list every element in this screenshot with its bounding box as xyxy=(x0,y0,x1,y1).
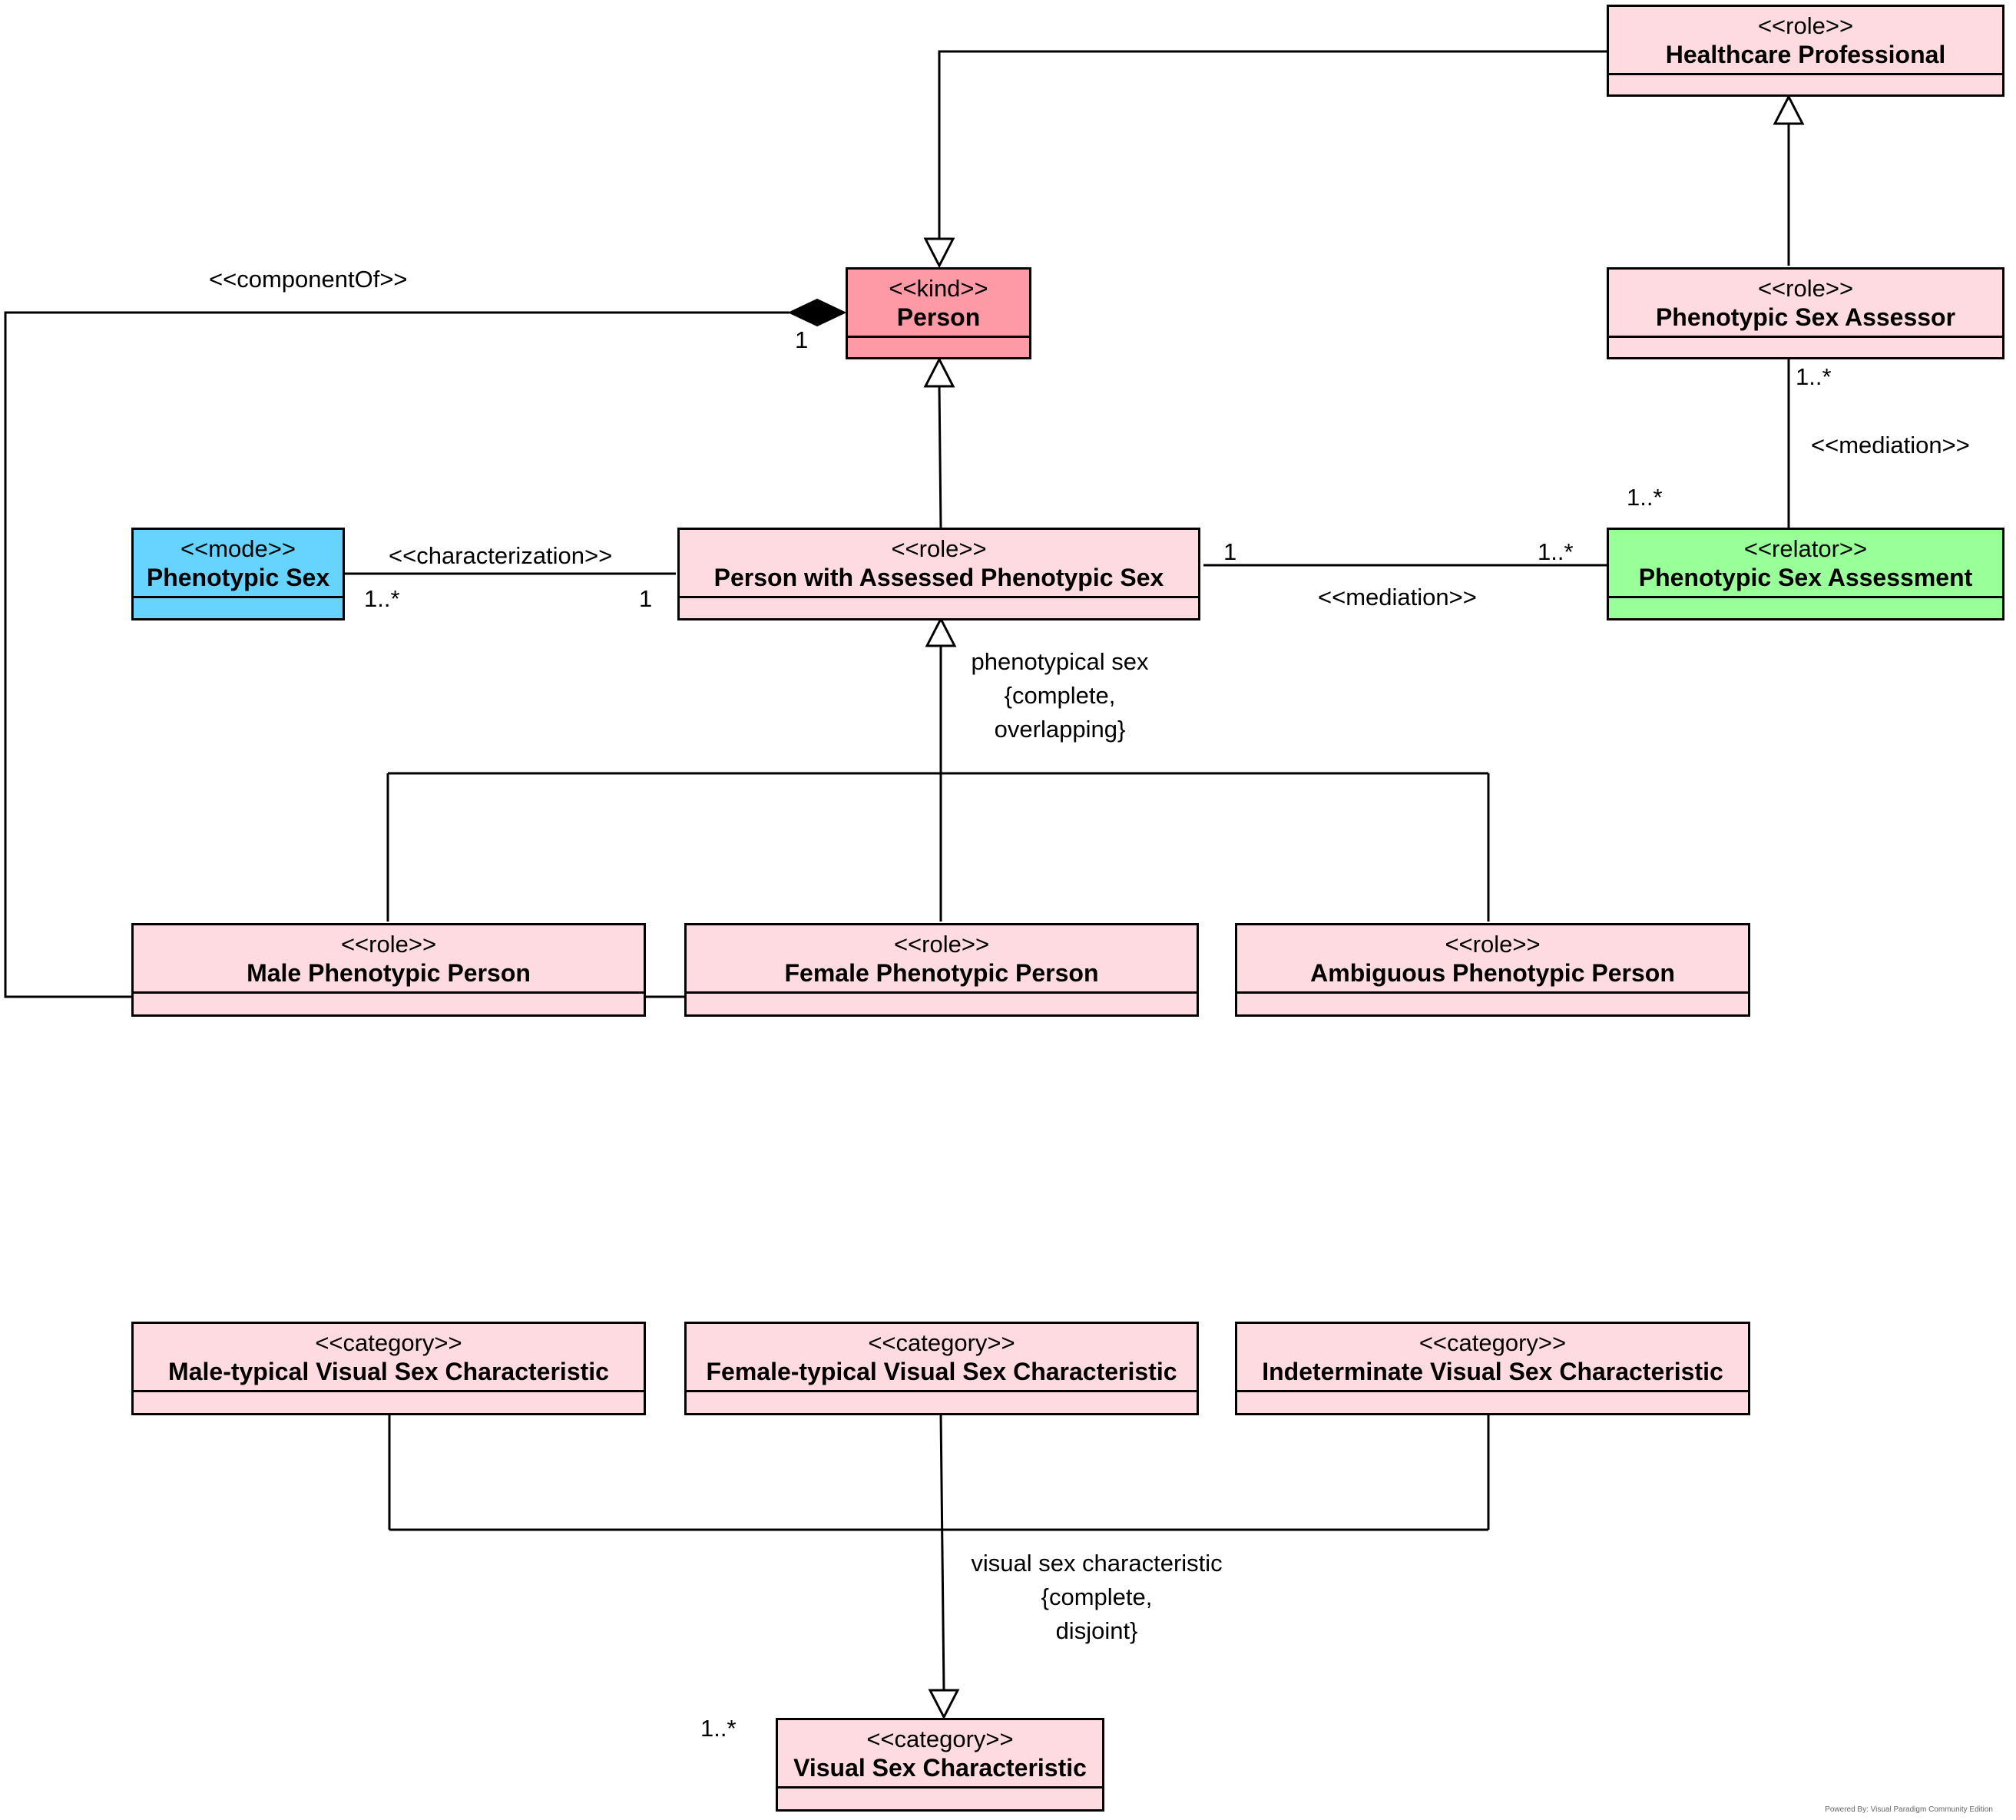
stereotype-label: <<mode>> xyxy=(180,535,296,562)
componentof-multiplicity-person: 1 xyxy=(795,326,809,353)
class-name: Phenotypic Sex Assessment xyxy=(1638,564,1973,591)
gs-phenotypical-constraint-1: {complete, xyxy=(1004,682,1116,709)
class-name: Phenotypic Sex xyxy=(146,564,330,591)
class-phenotypic-sex[interactable]: <<mode>>Phenotypic Sex xyxy=(131,528,345,620)
class-person[interactable]: <<kind>>Person xyxy=(846,267,1031,359)
stereotype-label: <<category>> xyxy=(315,1329,462,1356)
powered-by-footer: Powered By: Visual Paradigm Community Ed… xyxy=(1825,1805,1993,1814)
class-male-typical-visual-sex-characteristic[interactable]: <<category>>Male-typical Visual Sex Char… xyxy=(131,1322,646,1415)
generalization-arrow-to-person-top xyxy=(923,237,955,269)
mediation-assessor-multiplicity-bottom: 1..* xyxy=(1627,484,1663,511)
stereotype-label: <<role>> xyxy=(891,535,987,562)
mediation-assessor-label: <<mediation>> xyxy=(1811,432,1970,458)
class-female-typical-visual-sex-characteristic[interactable]: <<category>>Female-typical Visual Sex Ch… xyxy=(684,1322,1199,1415)
generalization-assessed-person-line xyxy=(938,385,942,528)
gs-phenotypical-constraint-2: overlapping} xyxy=(994,716,1126,743)
stereotype-label: <<category>> xyxy=(868,1329,1015,1356)
stereotype-label: <<role>> xyxy=(340,931,437,958)
mediation-person-multiplicity-right: 1..* xyxy=(1538,538,1574,565)
mediation-person-label: <<mediation>> xyxy=(1318,584,1477,611)
mediation-assessor-multiplicity-top: 1..* xyxy=(1796,363,1832,390)
componentof-multiplicity-visual: 1..* xyxy=(700,1715,737,1742)
gs-visual-constraint-1: {complete, xyxy=(1041,1583,1153,1610)
class-phenotypic-sex-assessor[interactable]: <<role>>Phenotypic Sex Assessor xyxy=(1607,267,2004,359)
class-name: Indeterminate Visual Sex Characteristic xyxy=(1262,1358,1723,1385)
gs-visual-label: visual sex characteristic {complete, dis… xyxy=(905,1547,1289,1648)
stereotype-label: <<role>> xyxy=(1445,931,1541,958)
generalization-arrow-to-assessed xyxy=(925,616,957,647)
gs-visual-name: visual sex characteristic xyxy=(971,1550,1223,1577)
class-person-with-assessed-phenotypic-sex[interactable]: <<role>>Person with Assessed Phenotypic … xyxy=(677,528,1200,620)
class-ambiguous-phenotypic-person[interactable]: <<role>>Ambiguous Phenotypic Person xyxy=(1235,923,1750,1017)
class-name: Male Phenotypic Person xyxy=(247,959,531,987)
class-name: Visual Sex Characteristic xyxy=(793,1754,1087,1782)
class-name: Person xyxy=(896,303,981,331)
stereotype-label: <<role>> xyxy=(1757,12,1854,39)
composition-diamond xyxy=(787,298,847,327)
class-name: Female-typical Visual Sex Characteristic xyxy=(706,1358,1177,1385)
class-female-phenotypic-person[interactable]: <<role>>Female Phenotypic Person xyxy=(684,923,1199,1017)
generalization-healthcare-person-line xyxy=(938,50,1607,240)
class-name: Male-typical Visual Sex Characteristic xyxy=(168,1358,609,1385)
gs-visual-constraint-2: disjoint} xyxy=(1055,1617,1138,1644)
stereotype-label: <<kind>> xyxy=(889,275,988,302)
stereotype-label: <<role>> xyxy=(893,931,990,958)
class-name: Female Phenotypic Person xyxy=(784,959,1099,987)
componentof-line xyxy=(4,311,790,998)
class-name: Ambiguous Phenotypic Person xyxy=(1310,959,1675,987)
stereotype-label: <<relator>> xyxy=(1743,535,1868,562)
stereotype-label: <<category>> xyxy=(1418,1329,1567,1356)
class-name: Phenotypic Sex Assessor xyxy=(1655,303,1956,331)
class-visual-sex-characteristic[interactable]: <<category>>Visual Sex Characteristic xyxy=(776,1718,1104,1812)
class-male-phenotypic-person[interactable]: <<role>>Male Phenotypic Person xyxy=(131,923,646,1017)
gs-phenotypical-name: phenotypical sex xyxy=(971,648,1149,675)
generalization-arrow-to-person-bottom xyxy=(923,356,955,388)
gs-phenotypical-label: phenotypical sex {complete, overlapping} xyxy=(906,645,1213,746)
characterization-multiplicity-mode: 1..* xyxy=(364,585,400,612)
characterization-label: <<characterization>> xyxy=(389,542,613,569)
stereotype-label: <<role>> xyxy=(1757,275,1854,302)
characterization-multiplicity-role: 1 xyxy=(639,585,653,612)
generalization-arrow-to-visual xyxy=(928,1689,960,1720)
class-name: Healthcare Professional xyxy=(1665,41,1946,68)
class-name: Person with Assessed Phenotypic Sex xyxy=(713,564,1164,591)
class-phenotypic-sex-assessment[interactable]: <<relator>>Phenotypic Sex Assessment xyxy=(1607,528,2004,620)
generalization-arrow-to-healthcare xyxy=(1773,94,1805,125)
componentof-label: <<componentOf>> xyxy=(209,266,408,293)
gs-visual-trunk-line xyxy=(939,1412,945,1691)
stereotype-label: <<category>> xyxy=(866,1726,1014,1752)
class-indeterminate-visual-sex-characteristic[interactable]: <<category>>Indeterminate Visual Sex Cha… xyxy=(1235,1322,1750,1415)
class-healthcare-professional[interactable]: <<role>>Healthcare Professional xyxy=(1607,5,2004,97)
mediation-person-multiplicity-left: 1 xyxy=(1223,538,1237,565)
